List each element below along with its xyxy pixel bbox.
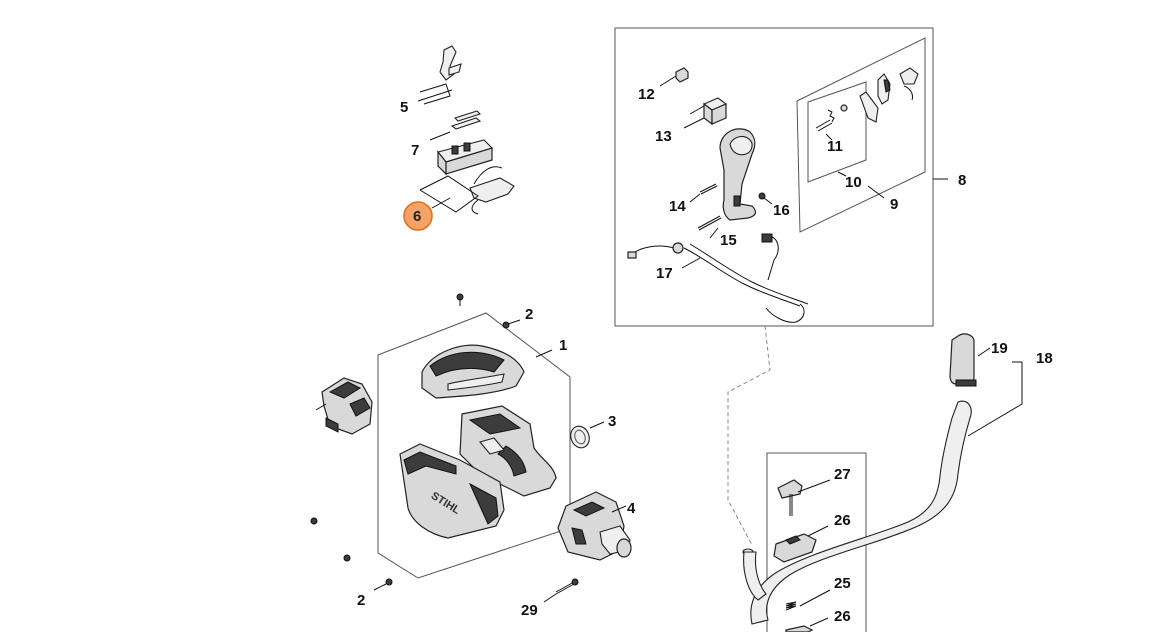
callout-7-label: 7 [411, 142, 419, 159]
callout-29[interactable]: 29 [521, 602, 538, 619]
lever-set-frame [796, 37, 926, 233]
callout-26-lower[interactable]: 26 [834, 608, 851, 625]
part-4-motor[interactable] [557, 491, 632, 561]
part-9-lever-set[interactable] [859, 67, 919, 199]
part-11-pins[interactable] [815, 104, 848, 141]
callout-26-upper-label: 26 [834, 512, 851, 529]
callout-8-label: 8 [958, 172, 966, 189]
callout-10[interactable]: 10 [845, 174, 862, 191]
callout-5[interactable]: 5 [400, 99, 408, 116]
callout-1-label: 1 [559, 337, 567, 354]
callout-12-label: 12 [638, 86, 655, 103]
callout-17[interactable]: 17 [656, 265, 673, 282]
selected-callout-marker [403, 201, 433, 231]
part-1-housing[interactable]: STIHL [399, 344, 557, 539]
callout-27[interactable]: 27 [834, 466, 851, 483]
callout-11-label: 11 [827, 138, 843, 155]
part-26-clamp-upper[interactable] [773, 525, 829, 563]
part-25-spring[interactable] [785, 589, 831, 611]
part-13-switch[interactable] [683, 97, 728, 129]
callout-19[interactable]: 19 [991, 340, 1008, 357]
callout-4[interactable]: 4 [627, 500, 636, 517]
part-29-screw[interactable] [543, 578, 579, 603]
callout-26-upper[interactable]: 26 [834, 512, 851, 529]
part-14-screw[interactable] [689, 183, 718, 203]
callout-12[interactable]: 12 [638, 86, 655, 103]
part-27-wing-screw[interactable] [777, 479, 831, 516]
part-6-control-module[interactable] [419, 139, 515, 215]
part-2-screws[interactable] [310, 293, 521, 591]
housing-end-cap[interactable] [315, 377, 373, 435]
callout-16[interactable]: 16 [773, 202, 790, 219]
part-18-handlebar[interactable] [742, 361, 1023, 625]
callout-27-label: 27 [834, 466, 851, 483]
part-10-leader [837, 171, 847, 177]
part-16-nut[interactable] [758, 192, 773, 205]
callout-16-label: 16 [773, 202, 790, 219]
callout-26-lower-label: 26 [834, 608, 851, 625]
part-12-nut[interactable] [659, 67, 689, 87]
callout-5-label: 5 [400, 99, 408, 116]
callout-3[interactable]: 3 [608, 413, 616, 430]
callout-25-label: 25 [834, 575, 851, 592]
callout-18[interactable]: 18 [1036, 350, 1053, 367]
dashed-link-line [727, 325, 771, 546]
callout-15[interactable]: 15 [720, 232, 737, 249]
callout-13-label: 13 [655, 128, 672, 145]
part-19-grip[interactable] [949, 333, 991, 387]
callout-2-top-label: 2 [525, 306, 533, 323]
callout-15-label: 15 [720, 232, 737, 249]
part-3-gasket[interactable] [568, 421, 605, 450]
part-17-cable[interactable] [627, 233, 809, 323]
part-handle-grip[interactable] [719, 128, 757, 221]
callout-8[interactable]: 8 [958, 172, 966, 189]
part-15-screw[interactable] [697, 215, 722, 239]
callout-2-bottom[interactable]: 2 [357, 592, 365, 609]
callout-4-label: 4 [627, 500, 636, 517]
callout-18-label: 18 [1036, 350, 1053, 367]
part-7-contact-strip[interactable] [429, 110, 482, 141]
callout-14[interactable]: 14 [669, 198, 686, 215]
handle-assembly-frame [614, 27, 934, 327]
callout-10-label: 10 [845, 174, 862, 191]
part-5-switch-lever[interactable] [417, 45, 462, 105]
callout-9-label: 9 [890, 196, 898, 213]
callout-1[interactable]: 1 [559, 337, 567, 354]
callout-6-selected[interactable]: 6 [403, 201, 433, 231]
callout-13[interactable]: 13 [655, 128, 672, 145]
callout-14-label: 14 [669, 198, 686, 215]
callout-29-label: 29 [521, 602, 538, 619]
callout-9[interactable]: 9 [890, 196, 898, 213]
callout-11[interactable]: 11 [827, 138, 843, 155]
callout-25[interactable]: 25 [834, 575, 851, 592]
callout-19-label: 19 [991, 340, 1008, 357]
callout-7[interactable]: 7 [411, 142, 419, 159]
callout-6-label: 6 [413, 208, 421, 225]
part-26-clamp-lower[interactable] [785, 617, 829, 632]
lever-subset-frame [807, 81, 867, 183]
callout-3-label: 3 [608, 413, 616, 430]
callout-2-bottom-label: 2 [357, 592, 365, 609]
callout-2-top[interactable]: 2 [525, 306, 533, 323]
callout-17-label: 17 [656, 265, 673, 282]
